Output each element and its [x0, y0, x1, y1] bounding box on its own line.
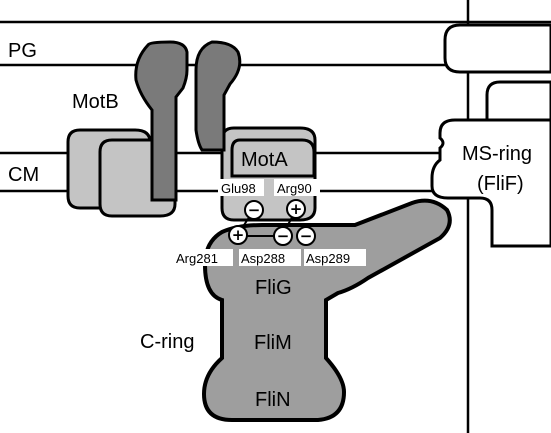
pg-label: PG	[8, 40, 37, 62]
c-ring-label: C-ring	[140, 331, 194, 353]
flin-label: FliN	[255, 389, 291, 411]
asp289-charge: −	[300, 227, 313, 245]
glu98-label: Glu98	[221, 181, 256, 196]
motb-label: MotB	[72, 91, 119, 113]
asp288-label: Asp288	[241, 251, 285, 266]
flim-label: FliM	[254, 332, 292, 354]
arg90-charge: +	[290, 200, 303, 218]
asp288-charge: −	[277, 227, 290, 245]
cm-label: CM	[8, 164, 39, 186]
fliF-label: (FliF)	[477, 173, 524, 195]
flig-label: FliG	[255, 277, 292, 299]
glu98-charge: −	[248, 201, 261, 219]
mota-label: MotA	[241, 149, 288, 171]
ms-ring-label: MS-ring	[462, 143, 532, 165]
arg281-charge: +	[232, 226, 245, 244]
arg281-label: Arg281	[176, 251, 218, 266]
asp289-label: Asp289	[306, 251, 350, 266]
arg90-label: Arg90	[277, 181, 312, 196]
